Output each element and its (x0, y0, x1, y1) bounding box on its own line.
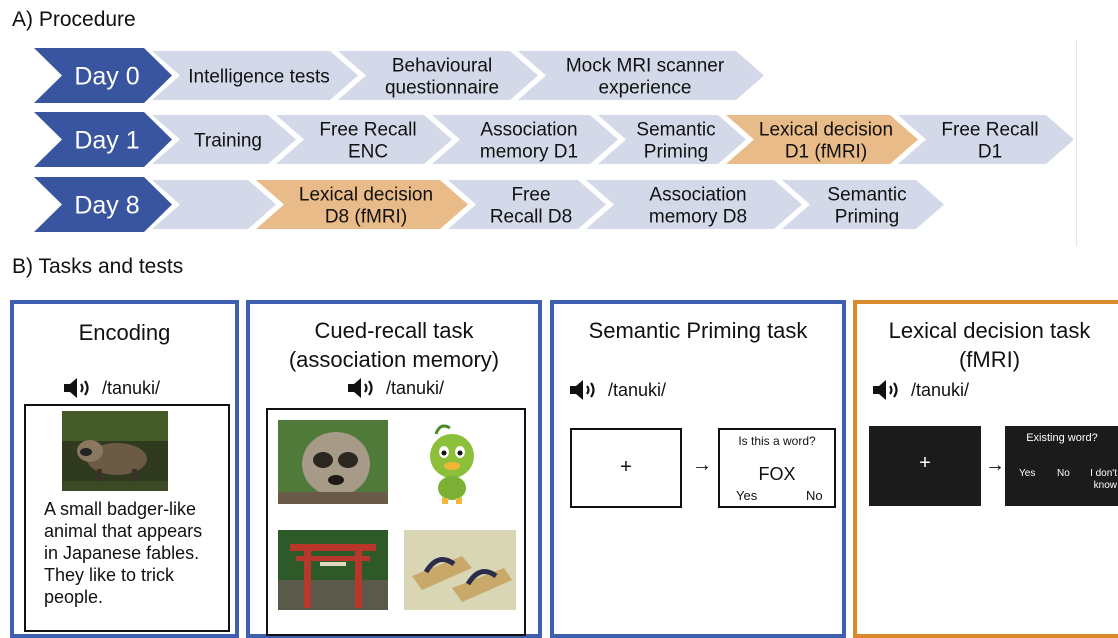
day-label: Day 8 (74, 192, 139, 220)
description-line: people. (44, 587, 104, 607)
speaker-icon (570, 380, 595, 400)
task-chevron (586, 180, 802, 229)
cued-recall-panel: Cued-recall task (association memory) /t… (246, 300, 542, 638)
task-chevron (152, 51, 358, 100)
day-chevron (34, 48, 172, 103)
fixation-screen-dark: + (869, 426, 981, 506)
semantic-priming-audio-text: /tanuki/ (608, 379, 667, 400)
word-screen-dark: Existing word? Yes No I don't know (1005, 426, 1118, 506)
lexical-decision-title-line1: Lexical decision task (888, 318, 1091, 343)
task-label: Intelligence tests (188, 67, 330, 88)
task-label: Training (194, 131, 262, 152)
no-option: No (806, 488, 823, 503)
lexical-decision-title-line2: (fMRI) (958, 347, 1021, 372)
lexical-decision-audio-text: /tanuki/ (911, 379, 970, 400)
description-line: They like to trick (44, 565, 175, 585)
lexical-decision-title: Lexical decision task (fMRI) (857, 316, 1118, 374)
geta-sandals-photo (404, 530, 516, 610)
speaker-icon (348, 378, 373, 398)
lexical-question: Existing word? (1026, 432, 1098, 444)
encoding-panel: Encoding /tanuki/ A small badger-like an… (10, 300, 239, 638)
day-label: Day 1 (74, 127, 139, 155)
description-line: A small badger-like (44, 499, 197, 519)
encoding-title: Encoding (78, 320, 171, 345)
fixation-screen: + (570, 428, 682, 508)
day-chevron (34, 112, 172, 167)
cued-recall-title-line2: (association memory) (288, 347, 500, 372)
semantic-priming-title: Semantic Priming task (588, 318, 808, 343)
day-label: Day 0 (74, 63, 139, 91)
section-a-title: A) Procedure (12, 8, 136, 31)
description-line: animal that appears (44, 521, 203, 541)
tanuki-face-photo (278, 420, 388, 504)
speaker-icon (873, 380, 898, 400)
semantic-priming-panel: Semantic Priming task /tanuki/ + → Is th… (550, 300, 846, 638)
kappa-cartoon (416, 420, 488, 506)
torii-gate-photo (278, 530, 388, 610)
no-option: No (1057, 468, 1070, 479)
speaker-icon (64, 378, 89, 398)
priming-target-word: FOX (758, 464, 796, 484)
task-chevron (432, 115, 618, 164)
task-chevron (152, 180, 276, 229)
encoding-audio-text: /tanuki/ (102, 377, 161, 398)
encoding-audio: /tanuki/ (62, 376, 160, 400)
task-chevron (518, 51, 764, 100)
cued-recall-audio: /tanuki/ (346, 376, 444, 400)
tanuki-photo (62, 411, 168, 491)
task-chevron (898, 115, 1074, 164)
lexical-decision-audio: /tanuki/ (871, 378, 969, 402)
arrow-icon: → (692, 454, 712, 476)
dont-know-line1: I don't (1090, 468, 1117, 479)
section-b-title: B) Tasks and tests (12, 255, 184, 278)
description-line: in Japanese fables. (44, 543, 200, 563)
task-chevron (782, 180, 944, 229)
semantic-priming-audio: /tanuki/ (568, 378, 666, 402)
fixation-cross: + (620, 456, 632, 478)
dont-know-line2: know (1093, 480, 1117, 491)
yes-option: Yes (1019, 468, 1036, 479)
cued-recall-audio-text: /tanuki/ (386, 377, 445, 398)
lexical-decision-panel: Lexical decision task (fMRI) /tanuki/ + … (853, 300, 1118, 638)
day-chevron (34, 177, 172, 232)
cued-recall-stimulus-box (266, 408, 526, 636)
task-chevron (726, 115, 918, 164)
arrow-icon: → (985, 454, 1005, 476)
word-screen: Is this a word? FOX Yes No (718, 428, 836, 508)
priming-question: Is this a word? (738, 434, 816, 448)
timeline-divider (1076, 40, 1077, 246)
encoding-stimulus-box: A small badger-like animal that appears … (24, 404, 230, 632)
task-chevron (276, 115, 452, 164)
yes-option: Yes (736, 488, 758, 503)
task-chevron (338, 51, 538, 100)
cued-recall-title: Cued-recall task (association memory) (250, 316, 538, 374)
task-chevron (448, 180, 606, 229)
task-chevron (256, 180, 468, 229)
task-chevron (152, 115, 296, 164)
encoding-description: A small badger-like animal that appears … (44, 498, 202, 608)
dont-know-option: I don't know (1079, 468, 1117, 492)
fixation-cross: + (919, 452, 931, 474)
cued-recall-title-line1: Cued-recall task (314, 318, 474, 343)
task-chevron (598, 115, 746, 164)
